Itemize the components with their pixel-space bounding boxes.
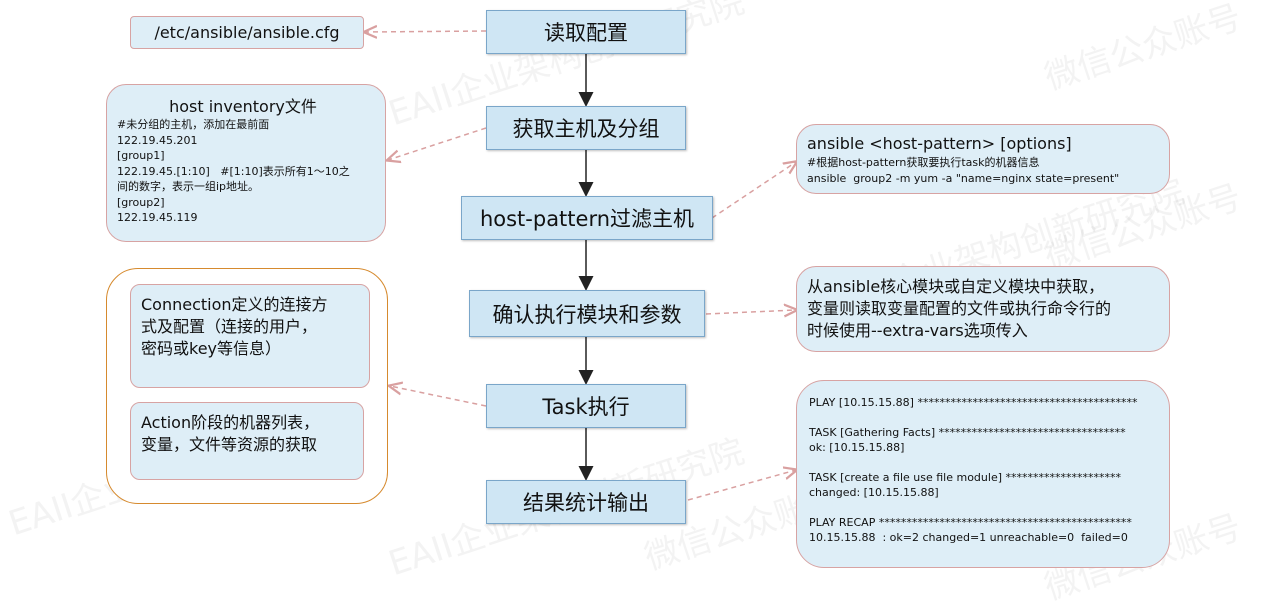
host-pattern-line: ansible group2 -m yum -a "name=nginx sta… xyxy=(807,171,1120,185)
connection-note: Connection定义的连接方 式及配置（连接的用户， 密码或key等信息） xyxy=(130,284,370,388)
config-path-text: /etc/ansible/ansible.cfg xyxy=(154,22,340,42)
dashed-link xyxy=(388,127,487,160)
dashed-link xyxy=(711,162,796,219)
output-line: changed: [10.15.15.88] xyxy=(809,486,939,499)
output-line: ok: [10.15.15.88] xyxy=(809,441,905,454)
inventory-title: host inventory文件 xyxy=(169,97,317,116)
action-note: Action阶段的机器列表， 变量，文件等资源的获取 xyxy=(130,402,364,480)
output-line xyxy=(809,500,1157,515)
inventory-line: [group1] xyxy=(117,149,165,162)
dashed-link xyxy=(365,31,487,32)
dashed-link xyxy=(687,470,796,501)
connection-line: 式及配置（连接的用户， xyxy=(141,317,318,336)
step-read-config: 读取配置 xyxy=(486,10,686,54)
step-confirm-module-params: 确认执行模块和参数 xyxy=(469,290,705,337)
output-line xyxy=(809,410,1157,425)
step-host-pattern-filter: host-pattern过滤主机 xyxy=(461,196,713,240)
connection-line: Connection定义的连接方 xyxy=(141,295,328,314)
step-result-output: 结果统计输出 xyxy=(486,480,686,524)
inventory-line: 间的数字，表示一组ip地址。 xyxy=(117,180,260,193)
host-pattern-note: ansible <host-pattern> [options] #根据host… xyxy=(796,124,1170,194)
module-line: 从ansible核心模块或自定义模块中获取， xyxy=(807,277,1105,296)
output-line xyxy=(809,455,1157,470)
inventory-line: [group2] xyxy=(117,195,165,209)
module-note: 从ansible核心模块或自定义模块中获取， 变量则读取变量配置的文件或执行命令… xyxy=(796,266,1170,352)
step-get-hosts-groups: 获取主机及分组 xyxy=(486,106,686,150)
inventory-line: #未分组的主机，添加在最前面 xyxy=(117,118,270,131)
inventory-line: 122.19.45.[1:10] #[1:10]表示所有1～10之 xyxy=(117,164,350,178)
host-pattern-title: ansible <host-pattern> [options] xyxy=(807,134,1072,153)
output-line: TASK [create a file use file module] ***… xyxy=(809,471,1122,484)
module-line: 变量则读取变量配置的文件或执行命令行的 xyxy=(807,299,1112,318)
dashed-link xyxy=(705,310,796,314)
dashed-link xyxy=(390,386,487,407)
inventory-line: 122.19.45.119 xyxy=(117,211,198,224)
connection-line: 密码或key等信息） xyxy=(141,339,282,358)
play-output-note: PLAY [10.15.15.88] *********************… xyxy=(796,380,1170,568)
host-pattern-line: #根据host-pattern获取要执行task的机器信息 xyxy=(807,156,1040,169)
output-line: 10.15.15.88 : ok=2 changed=1 unreachable… xyxy=(809,531,1128,544)
inventory-line: 122.19.45.201 xyxy=(117,133,198,147)
config-path-note: /etc/ansible/ansible.cfg xyxy=(130,16,364,49)
output-line: PLAY [10.15.15.88] *********************… xyxy=(809,396,1138,409)
action-line: 变量，文件等资源的获取 xyxy=(141,435,318,454)
action-line: Action阶段的机器列表， xyxy=(141,413,320,432)
module-line: 时候使用--extra-vars选项传入 xyxy=(807,321,1028,340)
output-line: TASK [Gathering Facts] *****************… xyxy=(809,426,1126,439)
output-line: PLAY RECAP *****************************… xyxy=(809,516,1132,529)
inventory-note: host inventory文件 #未分组的主机，添加在最前面 122.19.4… xyxy=(106,84,386,242)
step-task-execute: Task执行 xyxy=(486,384,686,428)
